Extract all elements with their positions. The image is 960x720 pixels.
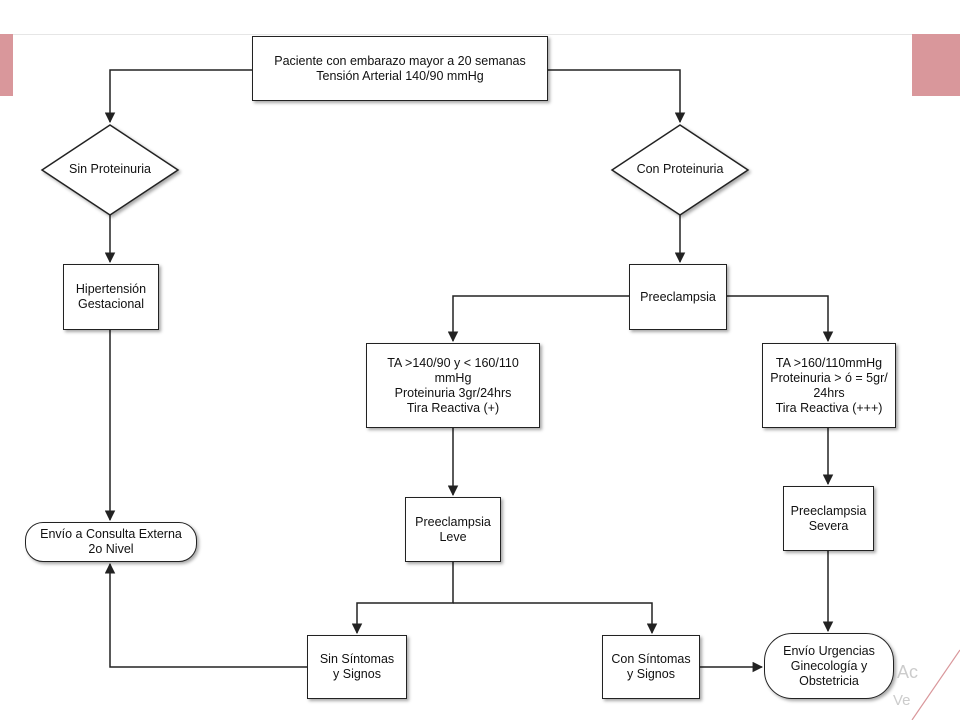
consulta-line-2: 2o Nivel <box>88 542 134 556</box>
urgencias-line-1: Envío Urgencias <box>783 643 875 658</box>
ta-severa-line-4: Tira Reactiva (+++) <box>775 400 883 415</box>
connector-preeclampsia-severa <box>727 295 834 343</box>
con-proteinuria-label: Con Proteinuria <box>636 162 724 176</box>
start-node: Paciente con embarazo mayor a 20 semanas… <box>252 36 548 101</box>
urgencias-line-3: Obstetricia <box>799 673 859 688</box>
ta-severa-node: TA >160/110mmHg Proteinuria > ó = 5gr/ 2… <box>762 343 896 428</box>
preeclampsia-severa-line-1: Preeclampsia <box>790 503 867 518</box>
urgencias-node: Envío Urgencias Ginecología y Obstetrici… <box>764 633 894 699</box>
start-line-1: Paciente con embarazo mayor a 20 semanas <box>274 53 526 68</box>
ta-severa-line-1: TA >160/110mmHg <box>775 355 883 370</box>
connector-leve-split-right <box>453 602 658 635</box>
watermark-text-1: Ac <box>897 662 919 682</box>
accent-block-left <box>0 34 13 96</box>
preeclampsia-label: Preeclampsia <box>640 289 716 304</box>
ta-leve-line-3: Proteinuria 3gr/24hrs <box>394 385 512 400</box>
ta-leve-line-1: TA >140/90 y < 160/110 <box>387 355 519 370</box>
corner-decor-line <box>911 649 960 720</box>
sin-sintomas-node: Sin Síntomas y Signos <box>307 635 407 699</box>
accent-block-right <box>912 34 960 96</box>
hipertension-node: Hipertensión Gestacional <box>63 264 159 330</box>
consulta-line-1: Envío a Consulta Externa <box>40 527 182 541</box>
sin-proteinuria-label: Sin Proteinuria <box>69 162 151 176</box>
preeclampsia-leve-line-1: Preeclampsia <box>415 514 491 529</box>
ta-leve-line-4: Tira Reactiva (+) <box>406 400 500 415</box>
top-rule <box>13 34 912 35</box>
preeclampsia-node: Preeclampsia <box>629 264 727 330</box>
hipertension-line-1: Hipertensión <box>75 282 147 296</box>
preeclampsia-severa-line-2: Severa <box>808 518 849 533</box>
connector-start-sin <box>104 69 252 124</box>
preeclampsia-leve-node: Preeclampsia Leve <box>405 497 501 562</box>
hipertension-line-2: Gestacional <box>77 297 144 311</box>
preeclampsia-leve-line-2: Leve <box>439 529 467 544</box>
sin-sintomas-line-1: Sin Síntomas <box>319 652 395 666</box>
start-line-2: Tensión Arterial 140/90 mmHg <box>316 68 484 83</box>
ta-leve-node: TA >140/90 y < 160/110 mmHg Proteinuria … <box>366 343 540 428</box>
con-sintomas-line-2: y Signos <box>627 667 675 681</box>
ta-severa-line-2: Proteinuria > ó = 5gr/ <box>770 370 888 385</box>
con-sintomas-line-1: Con Síntomas <box>611 652 691 666</box>
connector-leve-split <box>351 562 454 635</box>
connector-start-con <box>548 69 686 124</box>
urgencias-line-2: Ginecología y <box>790 658 868 673</box>
consulta-externa-node: Envío a Consulta Externa 2o Nivel <box>25 522 197 562</box>
diamond-con-proteinuria <box>610 124 750 216</box>
connector-sinsintomas-consulta <box>104 562 307 668</box>
diamond-sin-proteinuria <box>40 124 180 216</box>
preeclampsia-severa-node: Preeclampsia Severa <box>783 486 874 551</box>
con-sintomas-node: Con Síntomas y Signos <box>602 635 700 699</box>
ta-severa-line-3: 24hrs <box>813 385 845 400</box>
watermark-text-2: Ve <box>893 692 911 709</box>
sin-sintomas-line-2: y Signos <box>333 667 381 681</box>
connector-preeclampsia-leve <box>447 295 629 343</box>
ta-leve-line-2: mmHg <box>434 370 472 385</box>
